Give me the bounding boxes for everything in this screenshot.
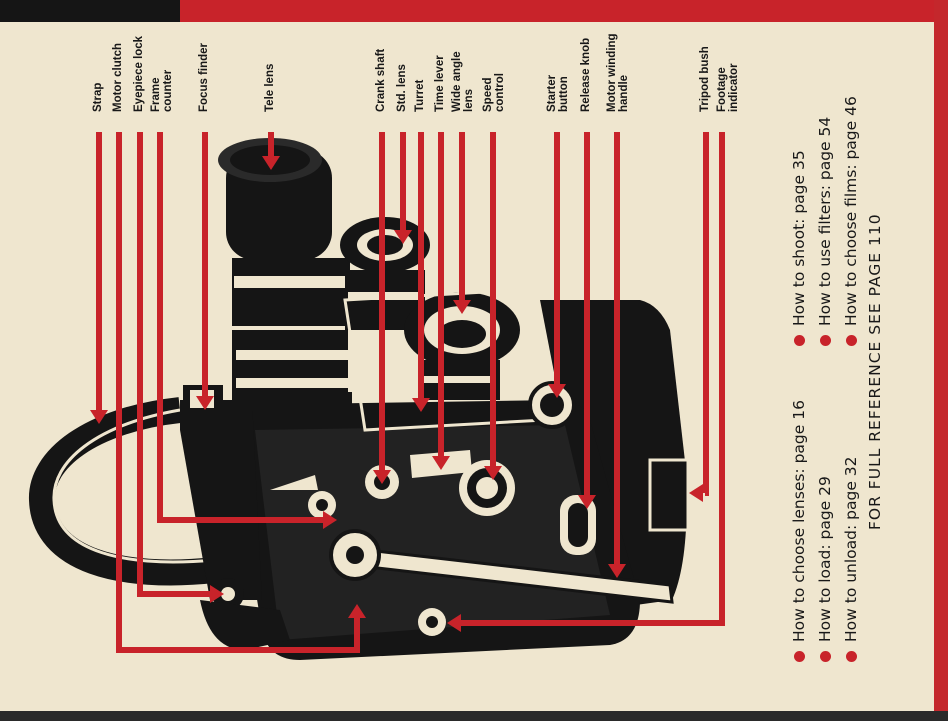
arrow-frame-counter — [323, 511, 337, 529]
top-dark-band — [0, 0, 180, 22]
leader-frame-counter — [157, 132, 326, 523]
callout-turret: Turret — [414, 80, 426, 112]
leader-motor-clutch — [116, 132, 360, 653]
howto-unload: How to unload: page 32 — [842, 456, 860, 642]
arrow-std-lens — [394, 230, 412, 244]
list-item: How to unload: page 32 — [838, 400, 864, 662]
callout-speed-control-line2: control — [494, 73, 506, 112]
howto-use-filters: How to use filters: page 54 — [816, 116, 834, 326]
callout-frame-counter-line2: counter — [162, 69, 174, 112]
arrow-eyepiece-lock — [210, 585, 224, 603]
howto-list-right: How to shoot: page 35 How to use filters… — [786, 96, 864, 346]
howto-choose-lenses: How to choose lenses: page 16 — [790, 400, 808, 642]
leader-tripod-bush — [703, 132, 709, 496]
red-bullet-icon — [819, 335, 831, 346]
howto-choose-films: How to choose films: page 46 — [842, 96, 860, 326]
arrow-motor-winding-handle — [608, 564, 626, 578]
callout-time-lever: Time lever — [434, 55, 446, 112]
callout-leader-lines — [90, 132, 725, 653]
howto-load: How to load: page 29 — [816, 476, 834, 642]
red-bullet-icon — [845, 335, 857, 346]
list-item: How to load: page 29 — [812, 400, 838, 662]
arrow-focus-finder — [196, 396, 214, 410]
list-item: How to choose lenses: page 16 — [786, 400, 812, 662]
arrow-turret — [412, 398, 430, 412]
arrow-crank-shaft — [373, 470, 391, 484]
bottom-dark-edge — [0, 711, 948, 721]
leader-footage-indicator — [458, 132, 725, 626]
callout-crank-shaft: Crank shaft — [375, 49, 387, 112]
red-bullet-icon — [793, 651, 805, 662]
howto-list-left: How to choose lenses: page 16 How to loa… — [786, 400, 864, 662]
top-red-band — [0, 0, 948, 22]
arrow-tele-lens — [262, 156, 280, 170]
arrow-wide-angle-lens — [453, 300, 471, 314]
red-bullet-icon — [845, 651, 857, 662]
callout-tripod-bush: Tripod bush — [699, 46, 711, 112]
callout-std-lens: Std. lens — [396, 64, 408, 112]
callout-footage-indicator-line1: Footage — [716, 67, 728, 112]
callout-motor-clutch-text: Motor clutch — [112, 43, 124, 112]
arrow-footage-indicator — [447, 614, 461, 632]
callout-motor-clutch: Motor clutch — [112, 43, 124, 112]
callout-release-knob: Release knob — [580, 38, 592, 112]
list-item: How to shoot: page 35 — [786, 96, 812, 346]
red-bullet-icon — [793, 335, 805, 346]
callout-eyepiece-lock: Eyepiece lock — [133, 36, 145, 112]
arrow-time-lever — [432, 456, 450, 470]
callout-wide-angle-line1: Wide angle — [451, 51, 463, 112]
callout-frame-counter-line1: Frame — [150, 77, 162, 112]
callout-turret-text: Turret — [414, 79, 426, 112]
camera-illustration — [29, 138, 690, 660]
callout-starter-button-line2: button — [558, 76, 570, 112]
right-red-edge — [934, 0, 948, 721]
full-reference-note: FOR FULL REFERENCE SEE PAGE 110 — [866, 213, 884, 530]
callout-strap: Strap — [92, 83, 104, 112]
arrow-strap — [90, 410, 108, 424]
arrow-release-knob — [578, 495, 596, 509]
callout-time-lever-text: Time lever — [434, 55, 446, 112]
callout-speed-control-line1: Speed — [482, 77, 494, 112]
howto-shoot: How to shoot: page 35 — [790, 150, 808, 326]
callout-std-lens-text: Std. lens — [396, 64, 408, 112]
leader-eyepiece-lock — [137, 132, 213, 597]
callout-strap-text: Strap — [92, 82, 104, 112]
callout-tele-lens-text: Tele lens — [264, 63, 276, 112]
callout-tele-lens: Tele lens — [264, 64, 276, 112]
callout-motor-winding-line2: handle — [618, 74, 630, 112]
red-bullet-icon — [819, 651, 831, 662]
callout-eyepiece-lock-text: Eyepiece lock — [133, 35, 145, 112]
arrow-tripod-bush — [689, 484, 703, 502]
callout-starter-button-line1: Starter — [546, 74, 558, 112]
callout-motor-winding-line1: Motor winding — [606, 33, 618, 112]
callout-focus-finder-text: Focus finder — [198, 42, 210, 112]
list-item: How to choose films: page 46 — [838, 96, 864, 346]
callout-wide-angle-line2: lens — [463, 88, 475, 112]
callout-crank-shaft-text: Crank shaft — [375, 48, 387, 112]
arrow-starter-button — [548, 384, 566, 398]
callout-release-knob-text: Release knob — [580, 37, 592, 112]
arrow-motor-clutch — [348, 604, 366, 618]
callout-focus-finder: Focus finder — [198, 43, 210, 112]
callout-footage-indicator-line2: indicator — [728, 63, 740, 112]
list-item: How to use filters: page 54 — [812, 96, 838, 346]
arrow-speed-control — [484, 466, 502, 480]
callout-tripod-bush-text: Tripod bush — [699, 46, 711, 112]
